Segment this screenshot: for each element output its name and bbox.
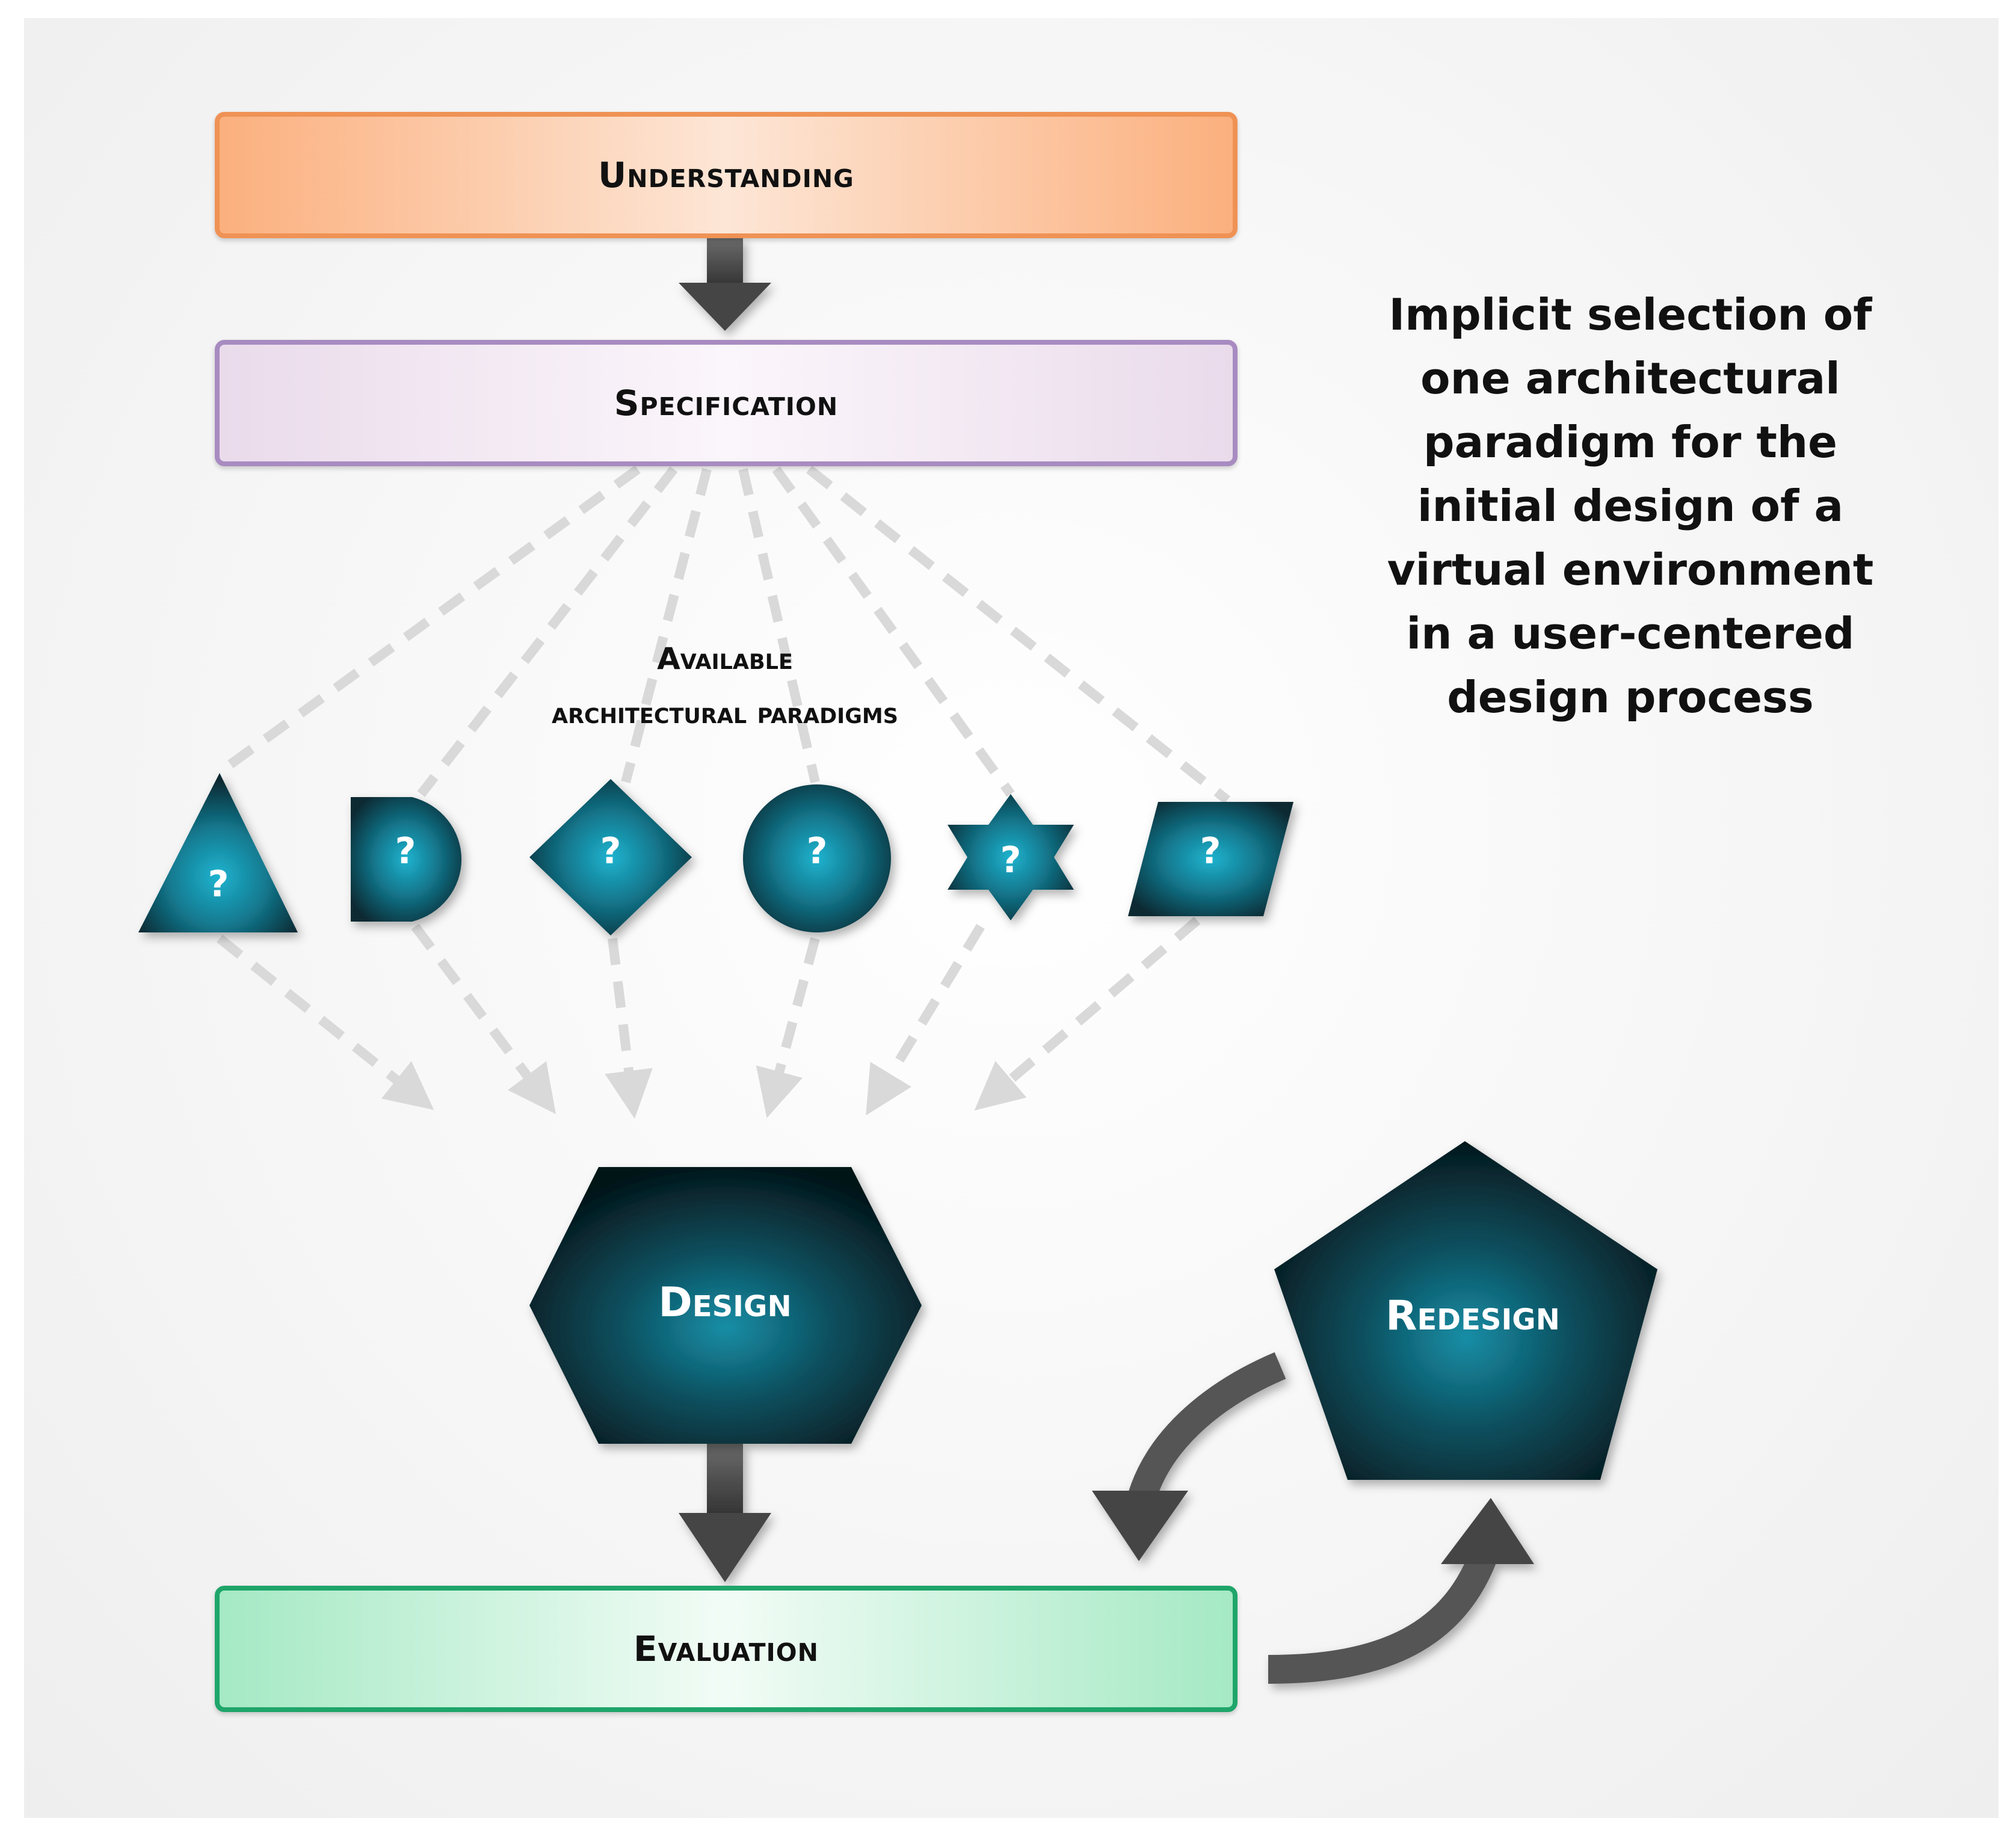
design-node: Design [529,1167,922,1444]
paradigm-circle-mark: ? [807,830,828,872]
dashed-arrows-to-design [217,916,1201,1119]
annotation-line: one architectural [1420,353,1840,404]
paradigm-triangle-mark: ? [208,863,229,905]
paradigm-circle: ? [743,784,891,932]
arrow-understanding-to-specification [679,238,771,331]
arrow-evaluation-to-redesign [1268,1498,1534,1684]
dashed-lines-to-paradigms [220,465,1230,804]
annotation-line: initial design of a [1417,481,1844,531]
annotation-line: Implicit selection of [1389,289,1872,340]
annotation-text: Implicit selection of one architectural … [1348,283,1913,729]
understanding-label: Understanding [598,155,854,196]
paradigm-parallelogram: ? [1128,802,1293,916]
paradigm-d-shape-mark: ? [395,830,416,872]
arrow-design-to-evaluation [679,1444,771,1582]
design-label: Design [658,1279,791,1326]
redesign-node: Redesign [1274,1141,1657,1480]
paradigm-star: ? [948,794,1074,920]
annotation-line: virtual environment [1387,544,1874,595]
annotation-line: paradigm for the [1423,417,1837,467]
paradigm-diamond-mark: ? [600,830,621,872]
paradigm-diamond: ? [529,779,692,935]
arrow-redesign-to-evaluation [1092,1352,1286,1561]
annotation-line: in a user-centered [1406,608,1855,659]
specification-label: Specification [614,383,839,424]
evaluation-box: Evaluation [215,1586,1238,1712]
understanding-box: Understanding [215,112,1238,238]
paradigms-label-line1: Available [657,641,793,676]
redesign-label: Redesign [1386,1292,1560,1340]
evaluation-label: Evaluation [633,1628,819,1669]
paradigms-label: Available architectural paradigms [421,632,1029,740]
paradigm-parallelogram-mark: ? [1200,830,1221,872]
annotation-line: design process [1447,672,1814,722]
paradigm-d-shape: ? [351,797,462,922]
paradigms-label-line2: architectural paradigms [552,695,898,730]
paradigm-triangle: ? [138,773,298,932]
specification-box: Specification [215,340,1238,466]
paradigm-star-mark: ? [1000,839,1022,881]
